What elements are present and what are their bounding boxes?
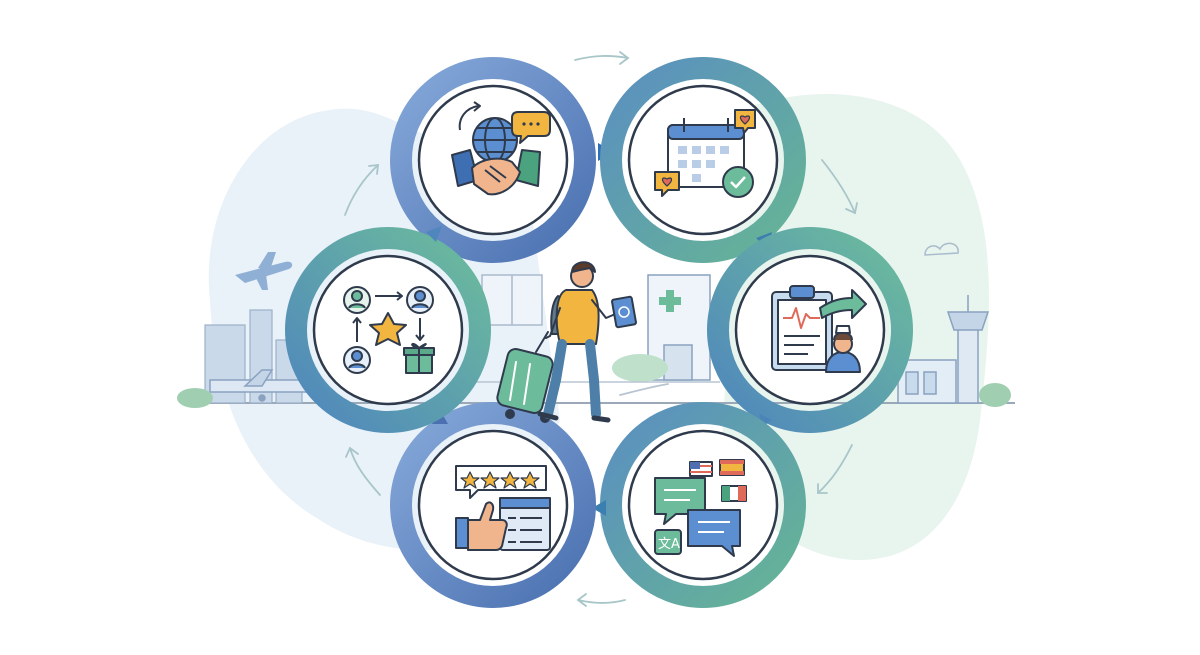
flow-arrow-bottom (577, 599, 626, 604)
flow-arrow-left-upper-head (368, 163, 380, 175)
traveler-luggage-passport-icon (496, 261, 637, 423)
cloud-right (924, 242, 959, 256)
ring-arrowhead (592, 500, 606, 516)
terminal-window (481, 274, 543, 326)
clipboard-nurse-icon (771, 285, 867, 373)
referral-star-gift-icon (343, 286, 435, 374)
flow-arrow-right-lower-head (817, 483, 828, 494)
step-feedback[interactable] (390, 402, 596, 608)
luggage-handle (535, 331, 549, 353)
flow-arrow-top-head (619, 51, 630, 65)
flow-arrows (344, 51, 858, 607)
ring-loyalty (285, 227, 491, 433)
flow-arrow-left-upper (344, 164, 379, 216)
step-loyalty[interactable] (285, 226, 491, 433)
step-care[interactable] (707, 227, 913, 433)
control-tower-icon (946, 295, 990, 404)
flow-arrow-right-upper (821, 159, 856, 214)
passport-icon (611, 295, 637, 329)
bush-left (177, 388, 213, 408)
ring-care (707, 227, 913, 433)
airport-terminal (897, 359, 957, 404)
flow-arrow-top (574, 55, 629, 61)
step-partnership[interactable] (390, 57, 614, 263)
airplane-icon (235, 252, 293, 290)
flow-arrow-center (619, 383, 669, 396)
svg-text:文A: 文A (658, 537, 680, 552)
flow-arrow-right-lower (817, 444, 853, 494)
calendar-check-icon (654, 109, 756, 198)
handshake-globe-icon (451, 101, 551, 196)
ring-arrowhead (426, 226, 442, 242)
bush-right (979, 383, 1011, 407)
bush-center (612, 354, 668, 382)
ring-feedback (390, 402, 596, 608)
chat-translate-icon: 文A (654, 459, 747, 557)
step-translation[interactable]: 文A (592, 402, 806, 608)
flow-arrow-bottom-head (576, 593, 587, 607)
ring-appointment (600, 57, 806, 263)
flow-arrow-left-lower (349, 447, 381, 496)
step-appointment[interactable] (600, 57, 806, 263)
flow-arrow-left-lower-head (345, 446, 359, 458)
ring-translation (600, 402, 806, 608)
flow-arrow-right-upper-head (845, 202, 858, 215)
thumbs-up-review-icon (455, 465, 551, 551)
ring-partnership (390, 57, 596, 263)
